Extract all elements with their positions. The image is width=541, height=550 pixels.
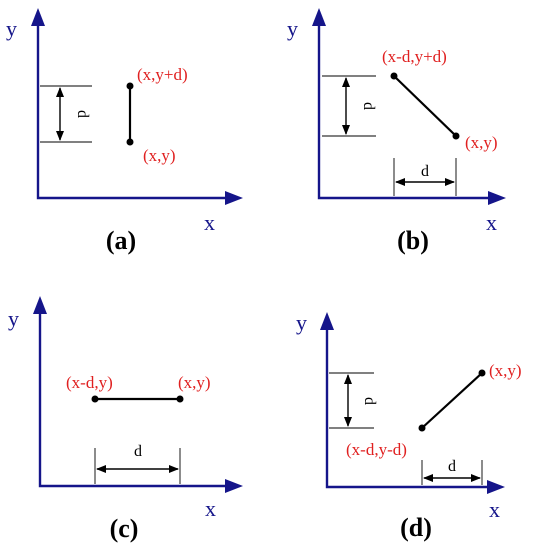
segment xyxy=(421,372,483,429)
panel-d-axes: y x xyxy=(296,310,505,522)
dim-label: d xyxy=(448,458,456,475)
panel-a: y x (x,y+d) (x,y) d (a) xyxy=(6,8,243,255)
start-point xyxy=(126,138,134,146)
panel-d: y x (x-d,y-d) (x,y) d d (d) xyxy=(296,310,522,542)
y-axis-arrow xyxy=(33,296,47,314)
end-point-label: (x-d,y+d) xyxy=(382,47,447,66)
start-point-label: (x,y) xyxy=(178,373,211,392)
segment xyxy=(393,75,457,137)
dimension-horizontal: d xyxy=(94,443,181,484)
start-point xyxy=(478,369,486,377)
x-axis-arrow xyxy=(488,191,506,205)
y-axis-label: y xyxy=(8,306,19,331)
dimension-horizontal: d xyxy=(393,158,457,196)
panel-caption: (b) xyxy=(397,226,429,255)
start-point xyxy=(452,132,460,140)
dimension-vertical: d xyxy=(40,85,92,143)
end-point-label: (x,y+d) xyxy=(137,65,188,84)
end-point-label: (x-d,y-d) xyxy=(346,440,407,459)
x-axis-label: x xyxy=(489,497,500,522)
dimension-vertical: d xyxy=(322,75,377,137)
y-axis-arrow xyxy=(312,8,326,26)
dimension-vertical: d xyxy=(329,372,378,429)
x-axis-label: x xyxy=(204,210,215,235)
x-axis-label: x xyxy=(486,210,497,235)
y-axis-label: y xyxy=(6,16,17,41)
start-point-label: (x,y) xyxy=(465,133,498,152)
y-axis-arrow xyxy=(31,8,45,26)
panel-caption: (c) xyxy=(110,514,139,543)
end-point xyxy=(126,82,134,90)
start-point-label: (x,y) xyxy=(143,146,176,165)
panel-a-axes: y x xyxy=(6,8,243,235)
end-point xyxy=(390,72,398,80)
x-axis-arrow xyxy=(487,480,505,494)
axis-lines xyxy=(317,22,490,200)
start-point xyxy=(176,395,184,403)
x-axis-arrow xyxy=(225,479,243,493)
panel-caption: (d) xyxy=(400,513,432,542)
panel-b-axes: y x xyxy=(287,8,506,235)
panel-c-axes: y x xyxy=(8,296,243,521)
dimension-horizontal: d xyxy=(421,458,483,485)
axis-lines xyxy=(325,327,488,489)
dim-label: d xyxy=(361,397,378,405)
start-point-label: (x,y) xyxy=(489,361,522,380)
end-point-label: (x-d,y) xyxy=(66,373,113,392)
dim-label: d xyxy=(134,443,142,460)
y-axis-label: y xyxy=(287,16,298,41)
x-axis-arrow xyxy=(225,191,243,205)
end-point xyxy=(418,424,426,432)
x-axis-label: x xyxy=(205,496,216,521)
axis-lines xyxy=(38,310,228,488)
end-point xyxy=(91,395,99,403)
y-axis-label: y xyxy=(296,310,307,335)
dim-label: d xyxy=(360,102,377,110)
axis-lines xyxy=(36,22,228,200)
dim-label: d xyxy=(421,163,429,180)
panel-b: y x (x-d,y+d) (x,y) d d (b) xyxy=(287,8,506,255)
panel-caption: (a) xyxy=(106,226,136,255)
y-axis-arrow xyxy=(320,312,334,330)
dim-label: d xyxy=(74,110,91,118)
panel-c: y x (x-d,y) (x,y) d (c) xyxy=(8,296,243,543)
